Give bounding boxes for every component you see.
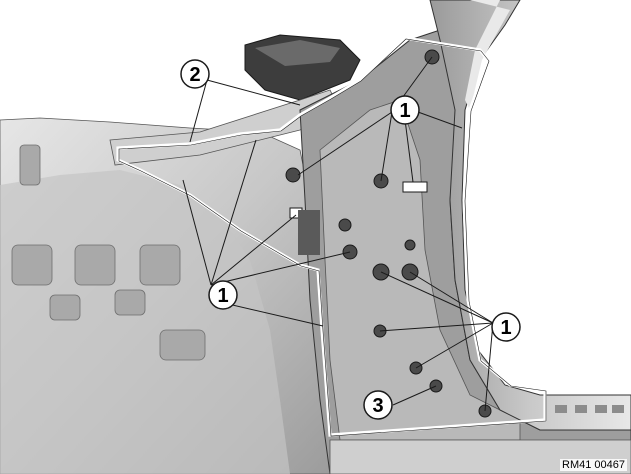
callout-label: 1 xyxy=(399,100,410,122)
front-structure-shadow xyxy=(0,170,290,474)
bracket xyxy=(402,181,428,193)
callout-1-top: 1 xyxy=(390,95,420,125)
callout-label: 1 xyxy=(500,317,511,339)
reinforcement-outline xyxy=(116,36,547,437)
callout-1-left: 1 xyxy=(208,280,238,310)
sill-slots xyxy=(555,405,624,413)
reinforcement-outline-shadow xyxy=(118,38,547,437)
reference-code: RM41 00467 xyxy=(560,459,627,471)
strut-tower-top xyxy=(255,40,340,66)
callout-label: 1 xyxy=(217,285,228,307)
dark-insert xyxy=(298,210,320,255)
callout-label: 2 xyxy=(189,64,200,86)
callout-3: 3 xyxy=(363,390,393,420)
callout-2: 2 xyxy=(180,59,210,89)
callout-1-right: 1 xyxy=(491,312,521,342)
a-pillar-edge xyxy=(465,0,510,110)
sill xyxy=(329,439,631,474)
panel-openings xyxy=(11,144,206,361)
callout-label: 3 xyxy=(372,395,383,417)
